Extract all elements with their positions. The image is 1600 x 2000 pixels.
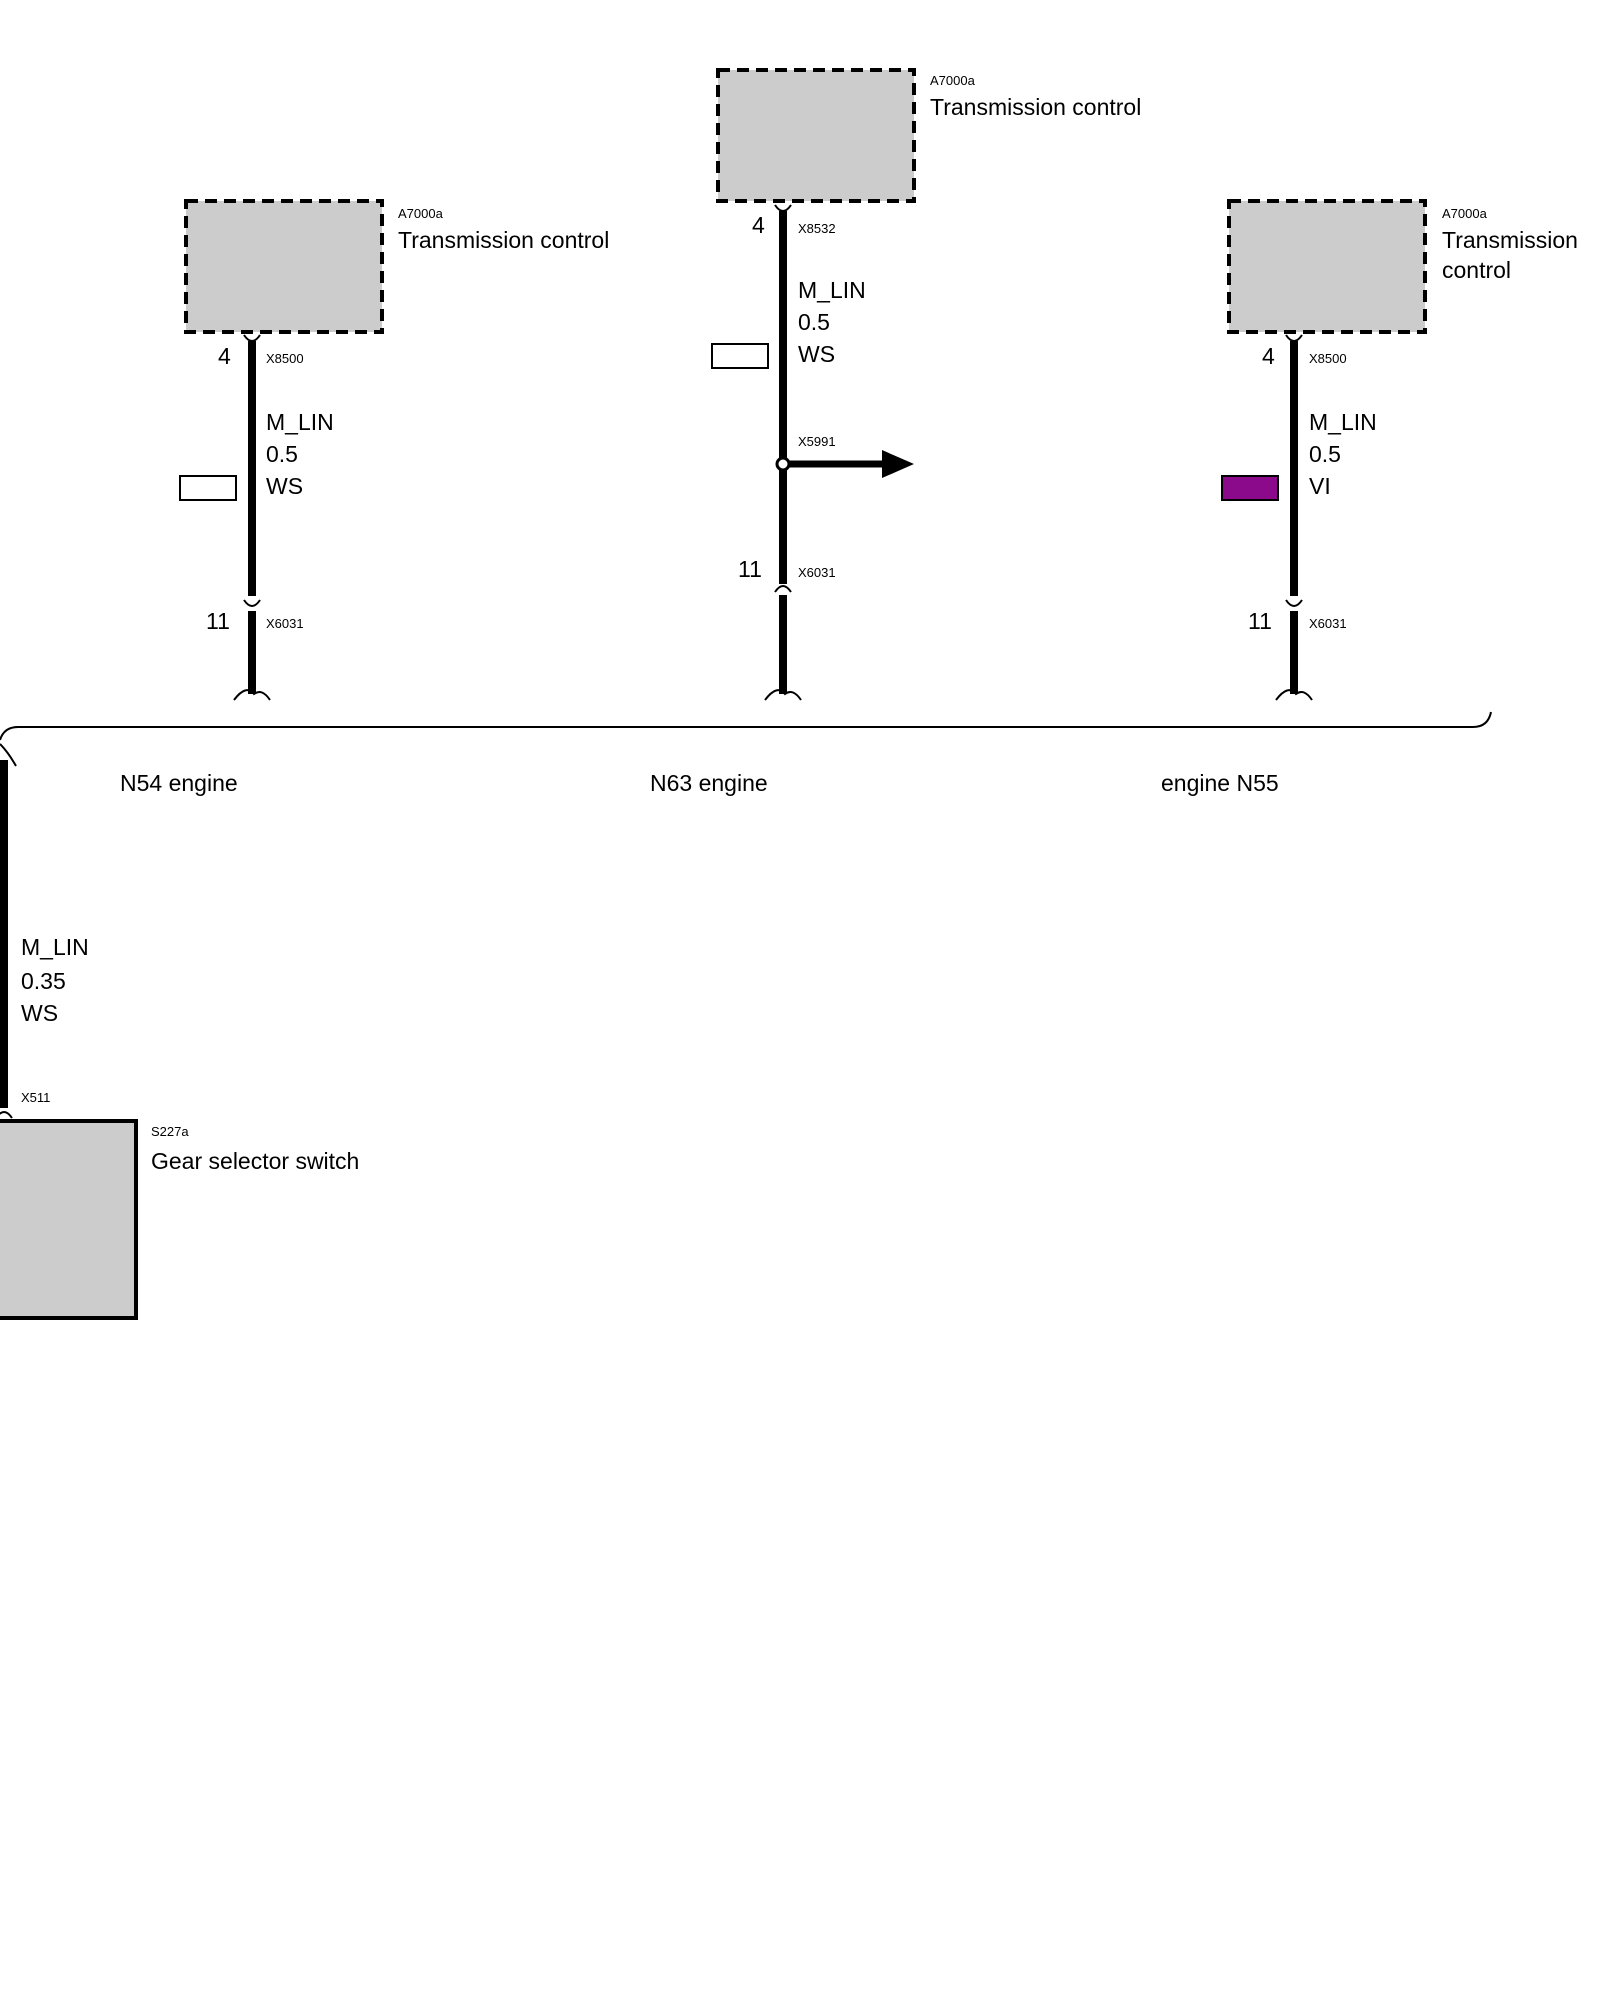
n63-wire-continuation-symbol: [764, 689, 802, 701]
n63-upper-connector-symbol: [774, 204, 792, 212]
n55-module-name-line1: Transmission: [1442, 227, 1578, 253]
n63-variant-label: N63 engine: [650, 770, 768, 796]
n54-wire-size: 0.5: [266, 441, 298, 467]
n54-variant-label: N54 engine: [120, 770, 238, 796]
n54-upper-connector-symbol: [243, 334, 261, 342]
n55-wire-size: 0.5: [1309, 441, 1341, 467]
common-wire-section: M_LIN 0.35 WS X511 S227a Gear selector s…: [0, 760, 359, 1320]
n63-wire-size: 0.5: [798, 309, 830, 335]
n54-column: A7000a Transmission control 4 X8500 M_LI…: [179, 199, 609, 701]
n63-branch-arrow-icon[interactable]: [882, 450, 914, 478]
n63-upper-pin: 4: [752, 212, 765, 238]
variant-brace-tip: [0, 743, 17, 767]
n55-lower-pin: 11: [1248, 608, 1272, 634]
n63-wire-name: M_LIN: [798, 277, 866, 303]
n55-wire-color-swatch: [1221, 475, 1279, 501]
n63-upper-connector: X8532: [798, 221, 836, 236]
n63-transmission-control-module[interactable]: [716, 68, 916, 203]
n54-wire-color: WS: [266, 473, 303, 499]
n55-module-code: A7000a: [1442, 206, 1488, 221]
x511-connector: X511: [21, 1090, 50, 1105]
n54-upper-connector: X8500: [266, 351, 304, 366]
n55-column: A7000a Transmission control 4 X8500 M_LI…: [1221, 199, 1578, 701]
n55-wire-name: M_LIN: [1309, 409, 1377, 435]
n55-lower-connector-symbol: [1285, 599, 1303, 607]
n55-upper-connector: X8500: [1309, 351, 1347, 366]
n63-module-code: A7000a: [930, 73, 976, 88]
n54-lower-connector-symbol: [243, 599, 261, 607]
n63-wire-color: WS: [798, 341, 835, 367]
gear-selector-switch-module[interactable]: [0, 1119, 138, 1320]
n63-lower-connector: X6031: [798, 565, 836, 580]
common-wire-color: WS: [21, 1000, 58, 1026]
gear-selector-name: Gear selector switch: [151, 1148, 359, 1174]
n55-module-name-line2: control: [1442, 257, 1511, 283]
common-wire-size: 0.35: [21, 968, 66, 994]
n54-lower-pin: 11: [206, 608, 230, 634]
n55-upper-connector-symbol: [1285, 334, 1303, 342]
n55-transmission-control-module[interactable]: [1227, 199, 1427, 334]
n54-upper-pin: 4: [218, 343, 231, 369]
n63-splice-point[interactable]: [775, 456, 791, 472]
n54-wire-continuation-symbol: [233, 689, 271, 701]
n63-column: A7000a Transmission control 4 X8532 M_LI…: [711, 68, 1141, 701]
x511-connector-symbol: [0, 1111, 13, 1119]
n63-lower-connector-symbol: [774, 585, 792, 593]
n54-wire-color-swatch: [179, 475, 237, 501]
n54-module-code: A7000a: [398, 206, 444, 221]
variant-brace: [0, 711, 1492, 741]
gear-selector-code: S227a: [151, 1124, 189, 1139]
n55-upper-pin: 4: [1262, 343, 1275, 369]
n63-splice-connector: X5991: [798, 434, 836, 449]
n63-lower-pin: 11: [738, 556, 762, 582]
n55-wire-continuation-symbol: [1275, 689, 1313, 701]
n55-variant-label: engine N55: [1161, 770, 1279, 796]
n54-transmission-control-module[interactable]: [184, 199, 384, 334]
n54-wire-name: M_LIN: [266, 409, 334, 435]
n54-lower-connector: X6031: [266, 616, 304, 631]
n55-wire-color: VI: [1309, 473, 1331, 499]
n63-wire-color-swatch: [711, 343, 769, 369]
n54-module-name: Transmission control: [398, 227, 609, 253]
common-wire-name: M_LIN: [21, 934, 89, 960]
n55-lower-connector: X6031: [1309, 616, 1347, 631]
n63-module-name: Transmission control: [930, 94, 1141, 120]
